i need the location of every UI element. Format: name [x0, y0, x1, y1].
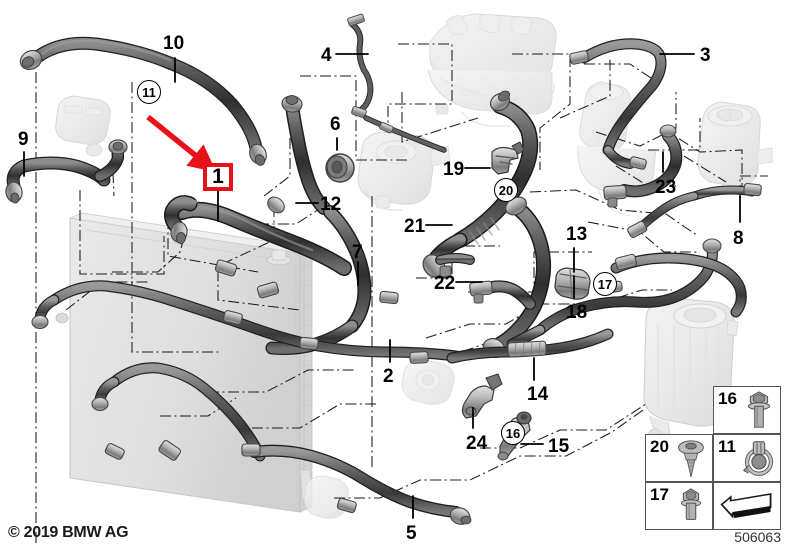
callout-15: 15	[548, 436, 570, 457]
legend-number-11: 11	[718, 437, 736, 456]
coupler-5-left	[241, 443, 261, 457]
hose-5	[248, 444, 462, 518]
connector-10-left	[19, 49, 43, 71]
coolant-reservoir	[697, 101, 773, 195]
intake-manifold	[427, 13, 557, 127]
circled-callout-11: 11	[137, 80, 161, 104]
hose-22-upper	[435, 253, 475, 265]
coupler-2-mid	[158, 440, 182, 461]
hose-7-long-run	[48, 280, 462, 362]
connector-18-right	[702, 238, 722, 254]
hose-4-branch	[363, 115, 447, 153]
callout-3: 3	[700, 45, 711, 66]
legend-number-17: 17	[650, 485, 669, 504]
part-18-clip	[554, 267, 591, 300]
callout-12: 12	[320, 194, 342, 215]
hose-9	[6, 156, 111, 193]
part-24-bracket	[461, 373, 503, 419]
spring-hose-clamp-icon	[740, 437, 778, 479]
hose-lines	[5, 13, 762, 525]
connector-3-left	[569, 50, 590, 65]
direction-arrow-icon	[718, 491, 776, 521]
connector-1-left	[163, 195, 198, 244]
connector-12-top	[281, 95, 303, 113]
legend-11: 11	[713, 434, 781, 482]
legend-16: 16	[713, 386, 781, 434]
highlight-arrow	[146, 114, 217, 173]
highlight-box-label: 1	[212, 165, 224, 188]
hex-flange-bolt-short-icon	[672, 485, 710, 527]
electric-coolant-pump	[55, 95, 113, 157]
hose-2	[108, 362, 266, 462]
highlight-box-part-1[interactable]: 1	[203, 163, 233, 191]
fastener-legend: 16 20 11 17	[645, 386, 781, 530]
callout-14: 14	[527, 384, 549, 405]
connector-9-right	[94, 139, 128, 182]
hose-14	[446, 328, 614, 364]
circled-callout-20: 20	[494, 178, 518, 202]
part-6-cap	[325, 153, 355, 183]
callout-18: 18	[566, 302, 588, 323]
callout-22: 22	[434, 273, 456, 294]
hose-22	[469, 280, 536, 310]
callout-19: 19	[443, 159, 465, 180]
housing-ghost-left	[303, 475, 349, 519]
callout-8: 8	[733, 228, 744, 249]
hose-12	[285, 99, 331, 215]
copyright-notice: © 2019 BMW AG	[8, 524, 129, 541]
callout-21: 21	[404, 216, 426, 237]
hose-23	[618, 124, 683, 198]
callout-10: 10	[163, 33, 185, 54]
auxiliary-pump-ghost	[401, 359, 455, 405]
callout-7: 7	[352, 242, 363, 263]
connector-3-bottom	[603, 145, 647, 170]
legend-20: 20	[645, 434, 713, 482]
inline-couplers	[104, 259, 623, 514]
connector-2-left	[91, 376, 120, 412]
connector-23-left	[603, 184, 627, 208]
callout-13: 13	[566, 224, 588, 245]
connector-5-right	[449, 507, 472, 525]
callout-9: 9	[18, 129, 29, 150]
callout-6: 6	[330, 114, 341, 135]
callout-2: 2	[383, 366, 394, 387]
legend-number-16: 16	[718, 389, 737, 408]
torx-pan-head-screw-icon	[672, 437, 710, 479]
hose-10	[29, 36, 263, 155]
thermostat-housing	[357, 131, 451, 211]
part-19-bracket	[491, 141, 525, 175]
drawing-number: 506063	[734, 529, 781, 545]
hose-21	[428, 98, 539, 266]
hose-3	[578, 38, 667, 156]
circled-callout-16: 16	[501, 421, 525, 445]
connector-7-left	[31, 294, 60, 330]
connector-10-right	[249, 143, 267, 166]
callout-4: 4	[321, 45, 332, 66]
hose-8	[627, 182, 762, 239]
connector-9-left	[5, 181, 23, 204]
hose-1	[174, 201, 352, 276]
circled-callout-17: 17	[593, 272, 617, 296]
callout-24: 24	[466, 433, 488, 454]
hose-17	[610, 252, 747, 318]
radiator	[55, 212, 314, 513]
callout-23: 23	[655, 177, 677, 198]
legend-arrow	[713, 482, 781, 530]
connector-21-top	[489, 90, 511, 112]
hose-4	[347, 13, 374, 118]
hose-13	[492, 202, 552, 352]
connector-12-mid	[267, 196, 285, 214]
callout-leader-lines	[23, 53, 741, 519]
legend-number-20: 20	[650, 437, 669, 456]
highlight-arrow-group	[146, 114, 217, 173]
hex-flange-bolt-long-icon	[740, 389, 778, 431]
callout-5: 5	[406, 523, 417, 544]
legend-17: 17	[645, 482, 713, 530]
